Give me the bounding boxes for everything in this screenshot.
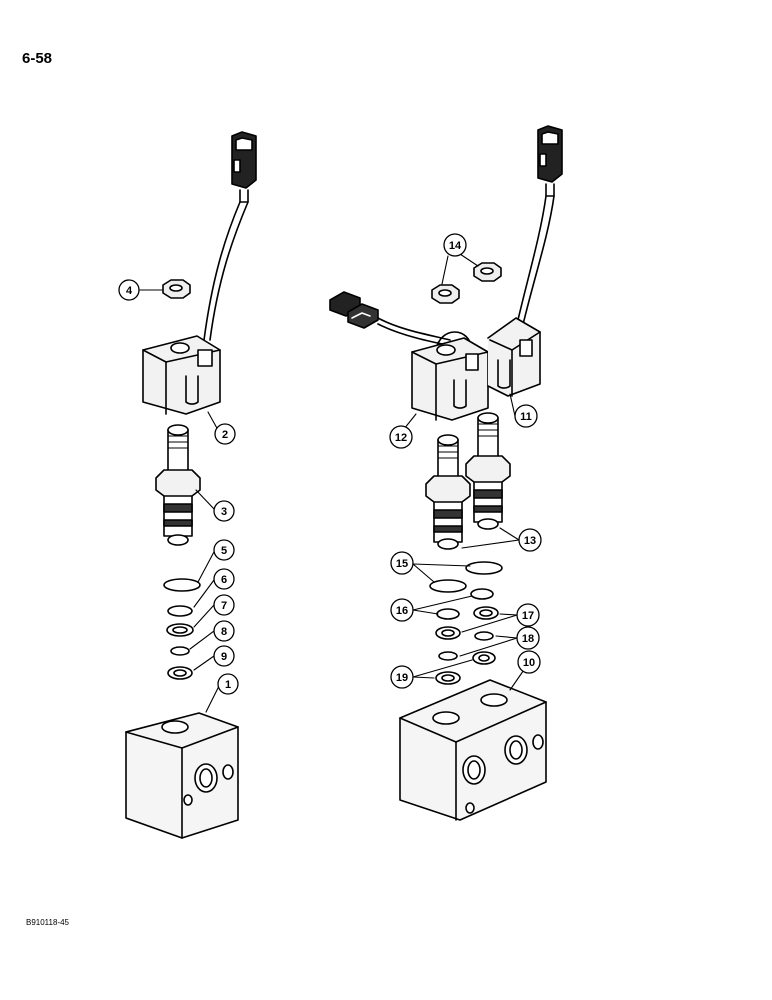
callout-15: 15 — [390, 551, 414, 575]
callout-12-text: 12 — [395, 432, 407, 444]
callout-19: 19 — [390, 665, 414, 689]
callout-16: 16 — [390, 598, 414, 622]
callout-14-text: 14 — [449, 240, 462, 252]
left-wire-connector — [203, 131, 257, 341]
leader-lines — [139, 253, 529, 713]
side-wire-connector — [329, 291, 473, 351]
page-number: 6-58 — [22, 50, 53, 67]
callout-13-text: 13 — [524, 535, 536, 547]
callout-19-text: 19 — [396, 672, 408, 684]
callout-4: 4 — [118, 279, 140, 301]
right-valve-body — [399, 679, 547, 821]
callout-16-text: 16 — [396, 605, 408, 617]
callout-8: 8 — [213, 620, 235, 642]
callout-labels: 1 2 3 4 5 6 7 8 9 10 11 12 13 14 15 16 1… — [118, 233, 542, 695]
callout-3: 3 — [213, 500, 235, 522]
callout-2-text: 2 — [222, 429, 228, 441]
right-cartridge-valve-back — [465, 412, 511, 530]
callout-6: 6 — [213, 568, 235, 590]
callout-3-text: 3 — [221, 506, 227, 518]
callout-18-text: 18 — [522, 633, 534, 645]
callout-11-text: 11 — [520, 411, 532, 423]
callout-8-text: 8 — [221, 626, 227, 638]
callout-11: 11 — [514, 404, 538, 428]
right-hex-nuts — [431, 262, 502, 304]
callout-10-text: 10 — [523, 657, 535, 669]
right-solenoid-coil-front — [411, 337, 489, 421]
callout-9: 9 — [213, 645, 235, 667]
callout-9-text: 9 — [221, 651, 227, 663]
callout-5-text: 5 — [221, 545, 227, 557]
left-cartridge-valve — [155, 424, 201, 546]
callout-7: 7 — [213, 594, 235, 616]
right-seal-stack — [429, 561, 503, 685]
right-cartridge-valve-front — [425, 434, 471, 550]
callout-18: 18 — [516, 626, 540, 650]
callout-2: 2 — [214, 423, 236, 445]
callout-1-text: 1 — [225, 679, 231, 691]
callout-4-text: 4 — [126, 285, 133, 297]
callout-14: 14 — [443, 233, 467, 257]
callout-15-text: 15 — [396, 558, 408, 570]
figure-code: B910118-45 — [26, 918, 69, 927]
callout-10: 10 — [517, 650, 541, 674]
callout-17-text: 17 — [522, 610, 534, 622]
callout-7-text: 7 — [221, 600, 227, 612]
left-solenoid-coil — [142, 335, 221, 415]
callout-1: 1 — [217, 673, 239, 695]
callout-6-text: 6 — [221, 574, 227, 586]
right-solenoid-coil-back — [487, 317, 541, 397]
left-valve-body — [125, 712, 239, 839]
right-wire-connector — [511, 125, 563, 347]
left-hex-nut — [162, 279, 191, 299]
callout-17: 17 — [516, 603, 540, 627]
callout-5: 5 — [213, 539, 235, 561]
callout-12: 12 — [389, 425, 413, 449]
callout-13: 13 — [518, 528, 542, 552]
left-seal-stack — [163, 578, 201, 680]
